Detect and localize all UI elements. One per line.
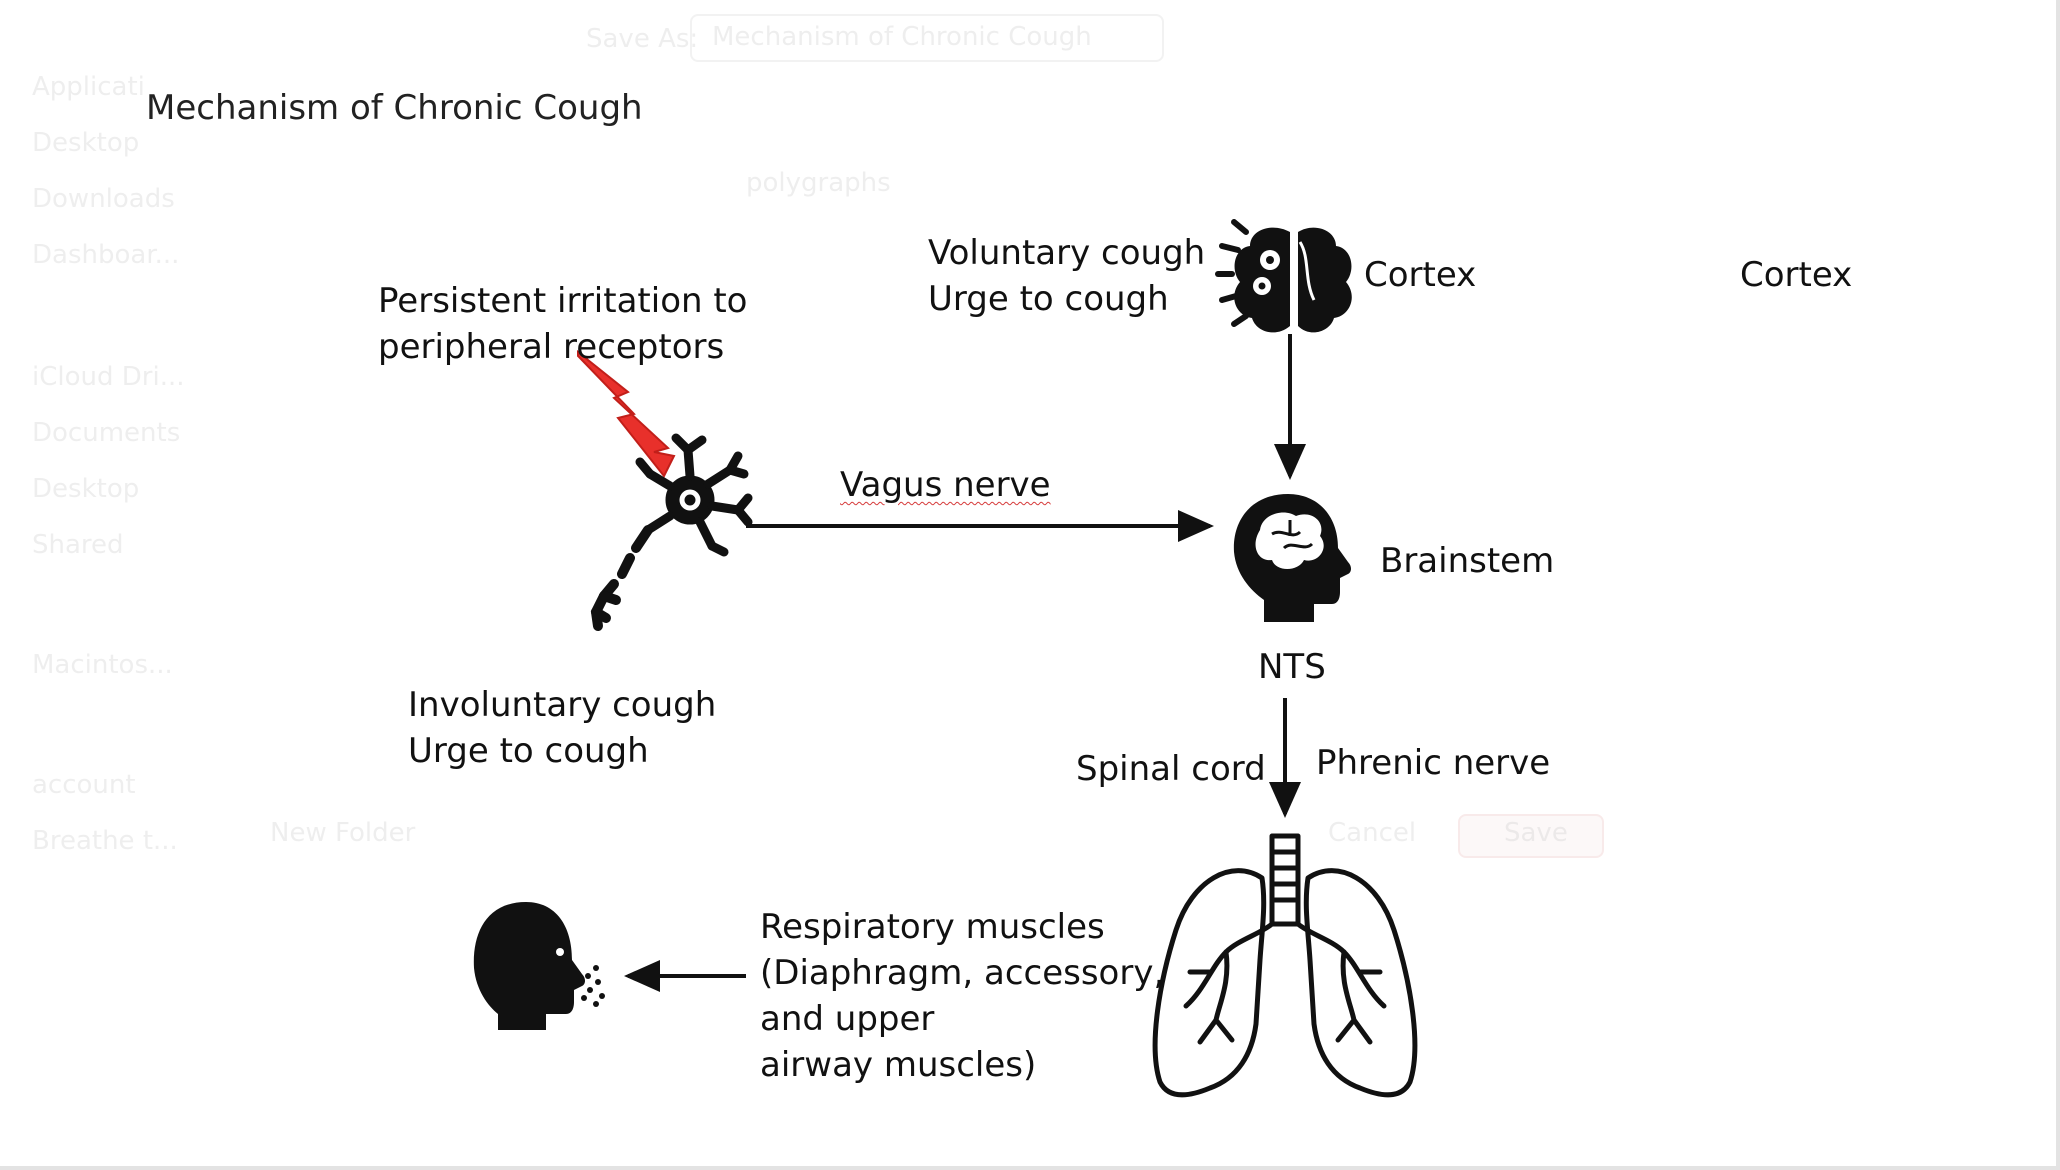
ghost-sidebar-item: account xyxy=(32,770,136,800)
lightning-icon xyxy=(577,349,676,478)
nts-label: NTS xyxy=(1258,647,1326,687)
ghost-new-folder: New Folder xyxy=(270,818,416,848)
voluntary-label-line1: Voluntary cough xyxy=(928,233,1206,273)
ghost-filename-value: Mechanism of Chronic Cough xyxy=(712,22,1092,52)
brain-gears-icon xyxy=(1215,219,1352,333)
irritation-label-line2: peripheral receptors xyxy=(378,327,725,367)
ghost-sidebar-item: Documents xyxy=(32,418,181,448)
coughing-head-icon xyxy=(473,902,605,1030)
lungs-icon xyxy=(1152,833,1418,1098)
ghost-sidebar-item: Desktop xyxy=(32,474,140,504)
head-brain-icon xyxy=(1233,494,1351,622)
ghost-sidebar-item: Desktop xyxy=(32,128,140,158)
respiratory-label-line1: Respiratory muscles xyxy=(760,907,1105,947)
ghost-save-as-label: Save As: xyxy=(586,24,699,54)
involuntary-label-line2: Urge to cough xyxy=(408,731,649,771)
ghost-save-button xyxy=(1458,814,1604,858)
phrenic-nerve-label: Phrenic nerve xyxy=(1316,743,1551,783)
irritation-label-line1: Persistent irritation to xyxy=(378,281,748,321)
ghost-sidebar-item: Dashboar... xyxy=(32,240,180,270)
cortex-label: Cortex xyxy=(1364,255,1477,295)
brainstem-label: Brainstem xyxy=(1380,541,1555,581)
ghost-folder-name: polygraphs xyxy=(746,168,891,198)
ghost-filename-field xyxy=(690,14,1164,62)
involuntary-label-line1: Involuntary cough xyxy=(408,685,717,725)
voluntary-label-line2: Urge to cough xyxy=(928,279,1169,319)
ghost-cancel: Cancel xyxy=(1328,818,1417,848)
ghost-sidebar-item: Shared xyxy=(32,530,124,560)
slide-title: Mechanism of Chronic Cough xyxy=(146,86,649,138)
respiratory-label-line2: (Diaphragm, accessory, xyxy=(760,953,1165,993)
spinal-cord-label: Spinal cord xyxy=(1076,749,1266,789)
vagus-nerve-label: Vagus nerve xyxy=(840,465,1051,505)
respiratory-label-line3: and upper xyxy=(760,999,935,1039)
respiratory-label-line4: airway muscles) xyxy=(760,1045,1037,1085)
ghost-sidebar-item: Downloads xyxy=(32,184,175,214)
cortex-extra-label: Cortex xyxy=(1740,255,1853,295)
ghost-sidebar-item: Macintos... xyxy=(32,650,173,680)
neuron-icon xyxy=(590,433,753,631)
ghost-sidebar-item: Breathe t... xyxy=(32,826,178,856)
ghost-sidebar-item: iCloud Dri... xyxy=(32,362,185,392)
ghost-save: Save xyxy=(1504,818,1568,848)
